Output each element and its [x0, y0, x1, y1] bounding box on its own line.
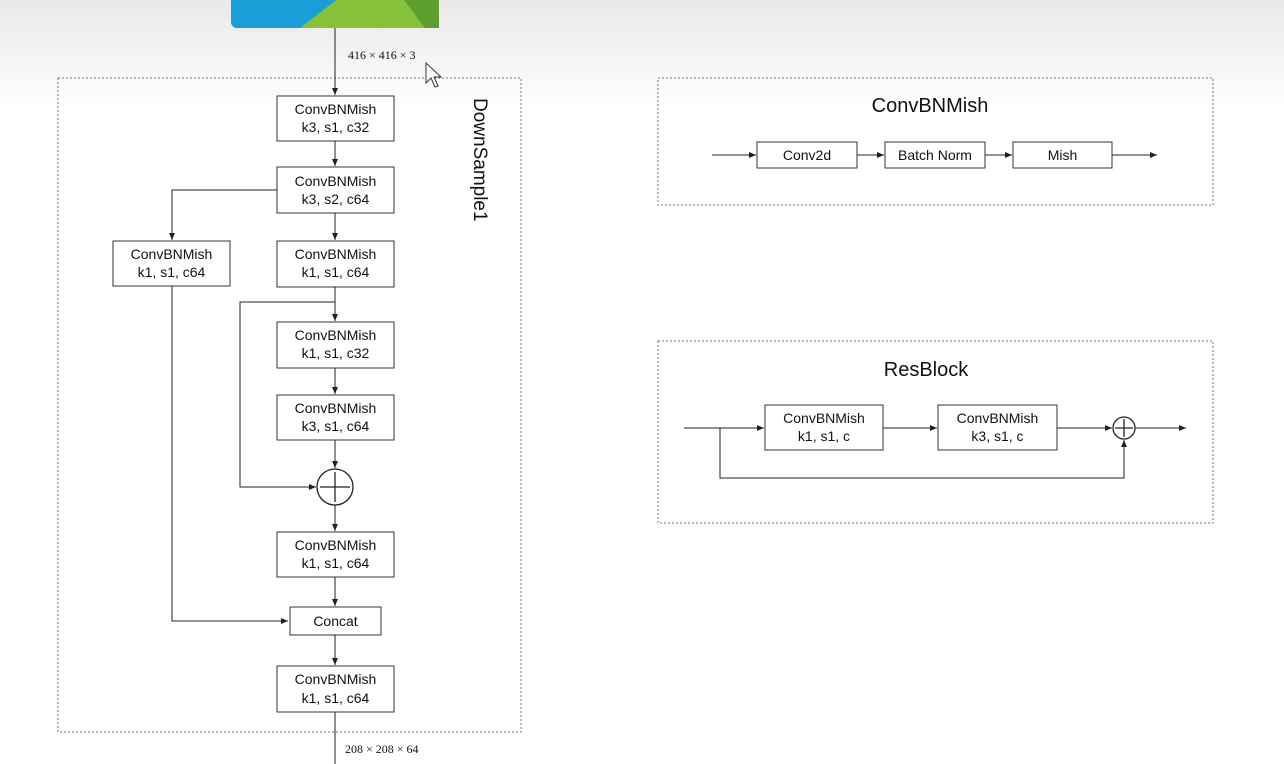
conv2d-block: Conv2d [756, 141, 858, 169]
resblock-block-2-params: k3, s1, c [971, 428, 1023, 444]
block-3-name: ConvBNMish [295, 246, 377, 262]
block-left-params: k1, s1, c64 [138, 264, 206, 280]
block-5-params: k3, s1, c64 [302, 418, 370, 434]
mish-block: Mish [1012, 141, 1113, 169]
resblock-block-1-params: k1, s1, c [798, 428, 850, 444]
block-left-name: ConvBNMish [131, 246, 213, 262]
block-1-name: ConvBNMish [295, 101, 377, 117]
resblock-panel-title: ResBlock [884, 359, 969, 381]
convbnmish-block-left: ConvBNMish k1, s1, c64 [112, 240, 231, 287]
resblock-panel-frame [657, 340, 1214, 524]
block-3-params: k1, s1, c64 [302, 264, 370, 280]
mouse-cursor-icon [425, 61, 443, 88]
output-shape-label: 208 × 208 × 64 [345, 742, 419, 756]
convbnmish-block-7: ConvBNMish k1, s1, c64 [276, 665, 395, 713]
skip-connection [239, 301, 335, 490]
resblock-add-node-icon [1112, 416, 1136, 440]
resblock-block-1: ConvBNMish k1, s1, c [764, 404, 884, 451]
convbnmish-block-6: ConvBNMish k1, s1, c64 [276, 531, 395, 578]
block-2-name: ConvBNMish [295, 173, 377, 189]
batch-norm-label: Batch Norm [898, 147, 972, 163]
block-7-name: ConvBNMish [295, 671, 377, 687]
input-image-thumbnail [231, 0, 439, 28]
block-2-params: k3, s2, c64 [302, 191, 370, 207]
mish-label: Mish [1048, 147, 1078, 163]
convbnmish-panel-title: ConvBNMish [872, 95, 989, 117]
convbnmish-block-4: ConvBNMish k1, s1, c32 [276, 321, 395, 369]
resblock-block-2: ConvBNMish k3, s1, c [937, 404, 1058, 451]
resblock-skip-connection [719, 428, 1127, 479]
add-node-icon [316, 468, 354, 506]
batch-norm-block: Batch Norm [884, 141, 986, 169]
block-6-params: k1, s1, c64 [302, 555, 370, 571]
block-5-name: ConvBNMish [295, 400, 377, 416]
block-7-params: k1, s1, c64 [302, 690, 370, 706]
block-4-name: ConvBNMish [295, 327, 377, 343]
arrow-b2-left [169, 189, 277, 240]
convbnmish-panel-frame [657, 77, 1214, 206]
downsample-label: DownSample1 [469, 98, 490, 222]
concat-label: Concat [313, 613, 357, 629]
downsample-frame [57, 77, 522, 733]
convbnmish-block-3: ConvBNMish k1, s1, c64 [276, 240, 395, 288]
arrow-left-concat [171, 286, 288, 624]
resblock-block-1-name: ConvBNMish [783, 410, 865, 426]
block-1-params: k3, s1, c32 [302, 119, 370, 135]
convbnmish-block-2: ConvBNMish k3, s2, c64 [276, 166, 395, 214]
convbnmish-block-1: ConvBNMish k3, s1, c32 [276, 95, 395, 142]
block-4-params: k1, s1, c32 [302, 345, 370, 361]
resblock-block-2-name: ConvBNMish [957, 410, 1039, 426]
convbnmish-block-5: ConvBNMish k3, s1, c64 [276, 394, 395, 441]
concat-block: Concat [289, 606, 382, 636]
conv2d-label: Conv2d [783, 147, 831, 163]
input-shape-label: 416 × 416 × 3 [348, 48, 416, 62]
block-6-name: ConvBNMish [295, 537, 377, 553]
